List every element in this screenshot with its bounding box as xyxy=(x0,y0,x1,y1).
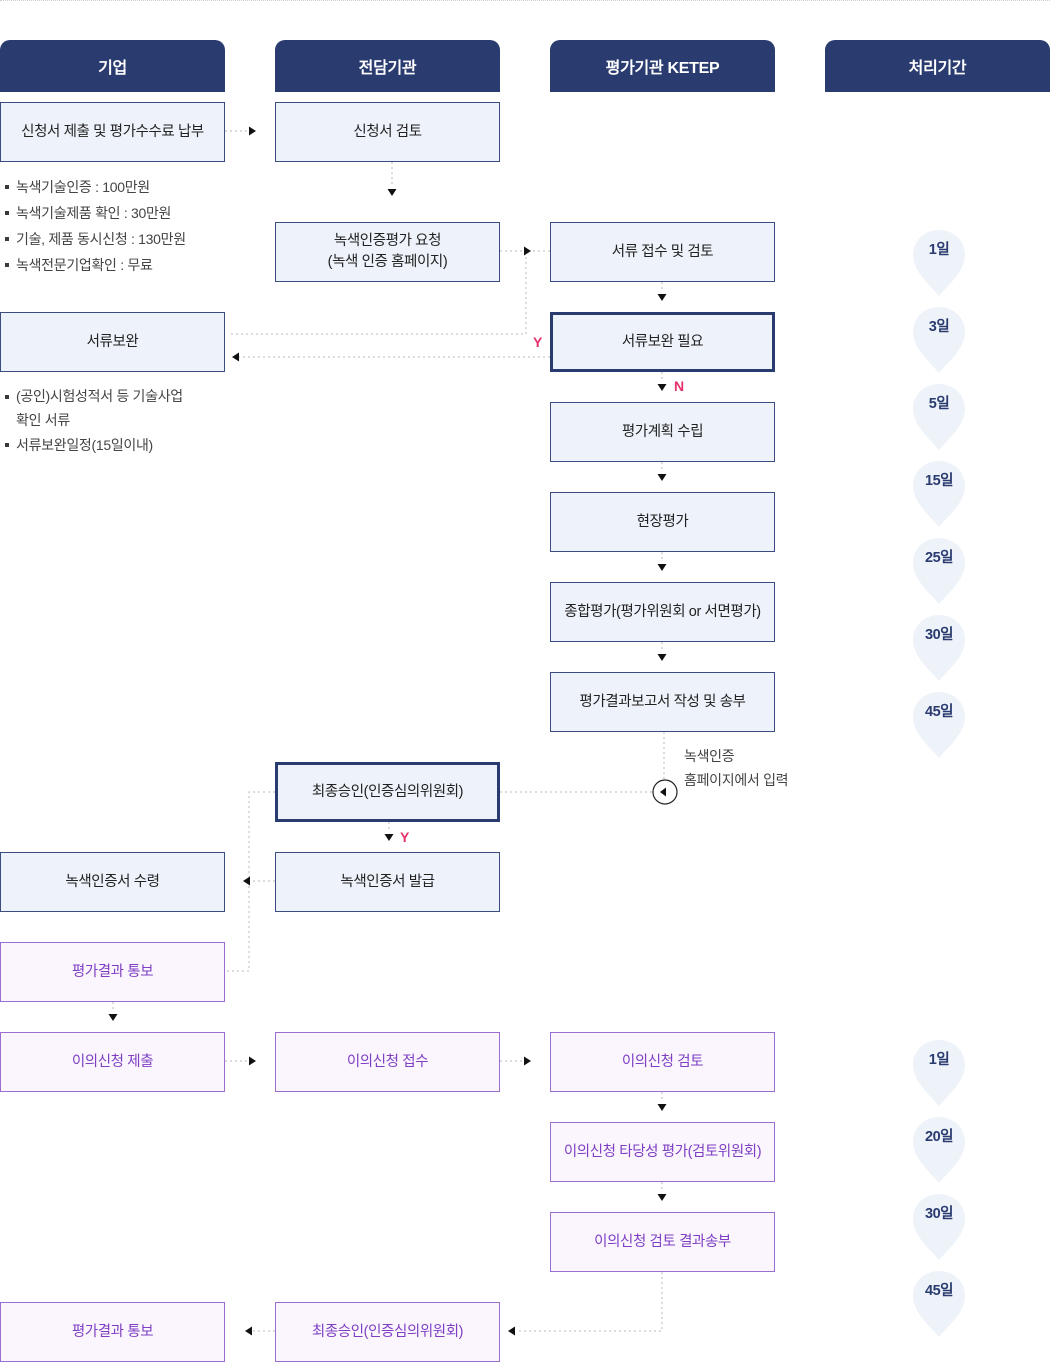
supplement-note-line: (공인)시험성적서 등 기술사업 xyxy=(16,388,183,404)
top-divider xyxy=(0,0,1050,1)
location-pin-icon xyxy=(913,1040,965,1106)
period-label: 30일 xyxy=(925,1206,953,1222)
step-apply: 신청서 제출 및 평가수수료 납부 xyxy=(0,102,225,162)
arrowhead xyxy=(657,384,667,391)
location-pin-icon xyxy=(913,692,965,758)
arrowhead xyxy=(245,1326,252,1336)
decision-doc-need: 서류보완 필요 xyxy=(550,312,775,372)
step-cert-receive: 녹색인증서 수령 xyxy=(0,852,225,912)
period-pin: 20일 xyxy=(911,1115,967,1185)
period-pin: 45일 xyxy=(911,690,967,760)
period-label: 45일 xyxy=(925,1283,953,1299)
yes-label: Y xyxy=(533,334,543,350)
step-objection-review: 이의신청 검토 xyxy=(550,1032,775,1092)
period-pin: 5일 xyxy=(911,382,967,452)
step-objection-submit: 이의신청 제출 xyxy=(0,1032,225,1092)
decision-final-approve: 최종승인(인증심의위원회) xyxy=(275,762,500,822)
fee-note: 녹색기술제품 확인 : 30만원 xyxy=(2,200,186,226)
homepage-input-note: 녹색인증 홈페이지에서 입력 xyxy=(684,748,789,788)
period-label: 30일 xyxy=(925,627,953,643)
step-objection-result: 이의신청 검토 결과송부 xyxy=(550,1212,775,1272)
period-pin: 15일 xyxy=(911,459,967,529)
arrowhead xyxy=(524,1056,531,1066)
supplement-notes: (공인)시험성적서 등 기술사업 확인 서류 서류보완일정(15일이내) xyxy=(2,384,183,458)
period-label: 5일 xyxy=(928,396,950,412)
step-total-eval: 종합평가(평가위원회 or 서면평가) xyxy=(550,582,775,642)
arrowhead xyxy=(249,1056,256,1066)
arrowhead xyxy=(508,1326,515,1336)
step-cert-request: 녹색인증평가 요청 (녹색 인증 홈페이지) xyxy=(275,222,500,282)
conn-obj-result-final xyxy=(516,1272,663,1332)
location-pin-icon xyxy=(913,615,965,681)
step-doc-receive: 서류 접수 및 검토 xyxy=(550,222,775,282)
step-doc-supplement: 서류보완 xyxy=(0,312,225,372)
step-result-notice-2: 평가결과 통보 xyxy=(0,1302,225,1362)
location-pin-icon xyxy=(913,230,965,296)
location-pin-icon xyxy=(913,1117,965,1183)
step-objection-receive: 이의신청 접수 xyxy=(275,1032,500,1092)
arrowhead xyxy=(657,294,667,301)
supplement-note-line: 확인 서류 xyxy=(16,412,70,428)
conn-need-y-back xyxy=(229,250,550,335)
fee-note: 기술, 제품 동시신청 : 130만원 xyxy=(2,226,186,252)
arrowhead xyxy=(524,246,531,256)
period-pin: 3일 xyxy=(911,305,967,375)
no-label: N xyxy=(674,378,685,394)
arrowhead xyxy=(249,126,256,136)
period-label: 45일 xyxy=(925,704,953,720)
arrowhead xyxy=(657,654,667,661)
step-review-application: 신청서 검토 xyxy=(275,102,500,162)
arrowhead xyxy=(657,564,667,571)
period-pin: 1일 xyxy=(911,228,967,298)
fee-note: 녹색기술인증 : 100만원 xyxy=(2,174,186,200)
arrowhead xyxy=(657,474,667,481)
period-label: 25일 xyxy=(925,550,953,566)
arrowhead xyxy=(657,1104,667,1111)
period-label: 1일 xyxy=(928,1052,950,1068)
location-pin-icon xyxy=(913,461,965,527)
location-pin-icon xyxy=(913,307,965,373)
period-pin: 45일 xyxy=(911,1269,967,1339)
header-company: 기업 xyxy=(0,40,225,92)
arrowhead xyxy=(108,1014,118,1021)
fee-note: 녹색전문기업확인 : 무료 xyxy=(2,252,186,278)
period-label: 20일 xyxy=(925,1129,953,1145)
step-objection-validity: 이의신청 타당성 평가(검토위원회) xyxy=(550,1122,775,1182)
step-report-send: 평가결과보고서 작성 및 송부 xyxy=(550,672,775,732)
location-pin-icon xyxy=(913,538,965,604)
period-label: 3일 xyxy=(928,319,950,335)
header-agency: 전담기관 xyxy=(275,40,500,92)
arrowhead xyxy=(232,352,239,362)
supplement-note: 서류보완일정(15일이내) xyxy=(2,432,183,458)
period-pin: 30일 xyxy=(911,1192,967,1262)
period-label: 15일 xyxy=(925,473,953,489)
header-evaluator: 평가기관 KETEP xyxy=(550,40,775,92)
location-pin-icon xyxy=(913,1271,965,1337)
fee-notes: 녹색기술인증 : 100만원 녹색기술제품 확인 : 30만원 기술, 제품 동… xyxy=(2,174,186,278)
location-pin-icon xyxy=(913,1194,965,1260)
location-pin-icon xyxy=(913,384,965,450)
arrowhead xyxy=(657,1194,667,1201)
arrowhead xyxy=(384,834,394,841)
yes-label: Y xyxy=(400,829,410,845)
step-site-eval: 현장평가 xyxy=(550,492,775,552)
header-period: 처리기간 xyxy=(825,40,1050,92)
period-pin: 30일 xyxy=(911,613,967,683)
supplement-note: (공인)시험성적서 등 기술사업 확인 서류 xyxy=(2,384,183,432)
period-pin: 25일 xyxy=(911,536,967,606)
arrowhead xyxy=(387,189,397,196)
step-cert-issue: 녹색인증서 발급 xyxy=(275,852,500,912)
arrowhead xyxy=(243,876,250,886)
period-label: 1일 xyxy=(928,242,950,258)
step-result-notice: 평가결과 통보 xyxy=(0,942,225,1002)
step-eval-plan: 평가계획 수립 xyxy=(550,402,775,462)
homepage-input-marker xyxy=(652,779,678,805)
step-final-approve-2: 최종승인(인증심의위원회) xyxy=(275,1302,500,1362)
period-pin: 1일 xyxy=(911,1038,967,1108)
